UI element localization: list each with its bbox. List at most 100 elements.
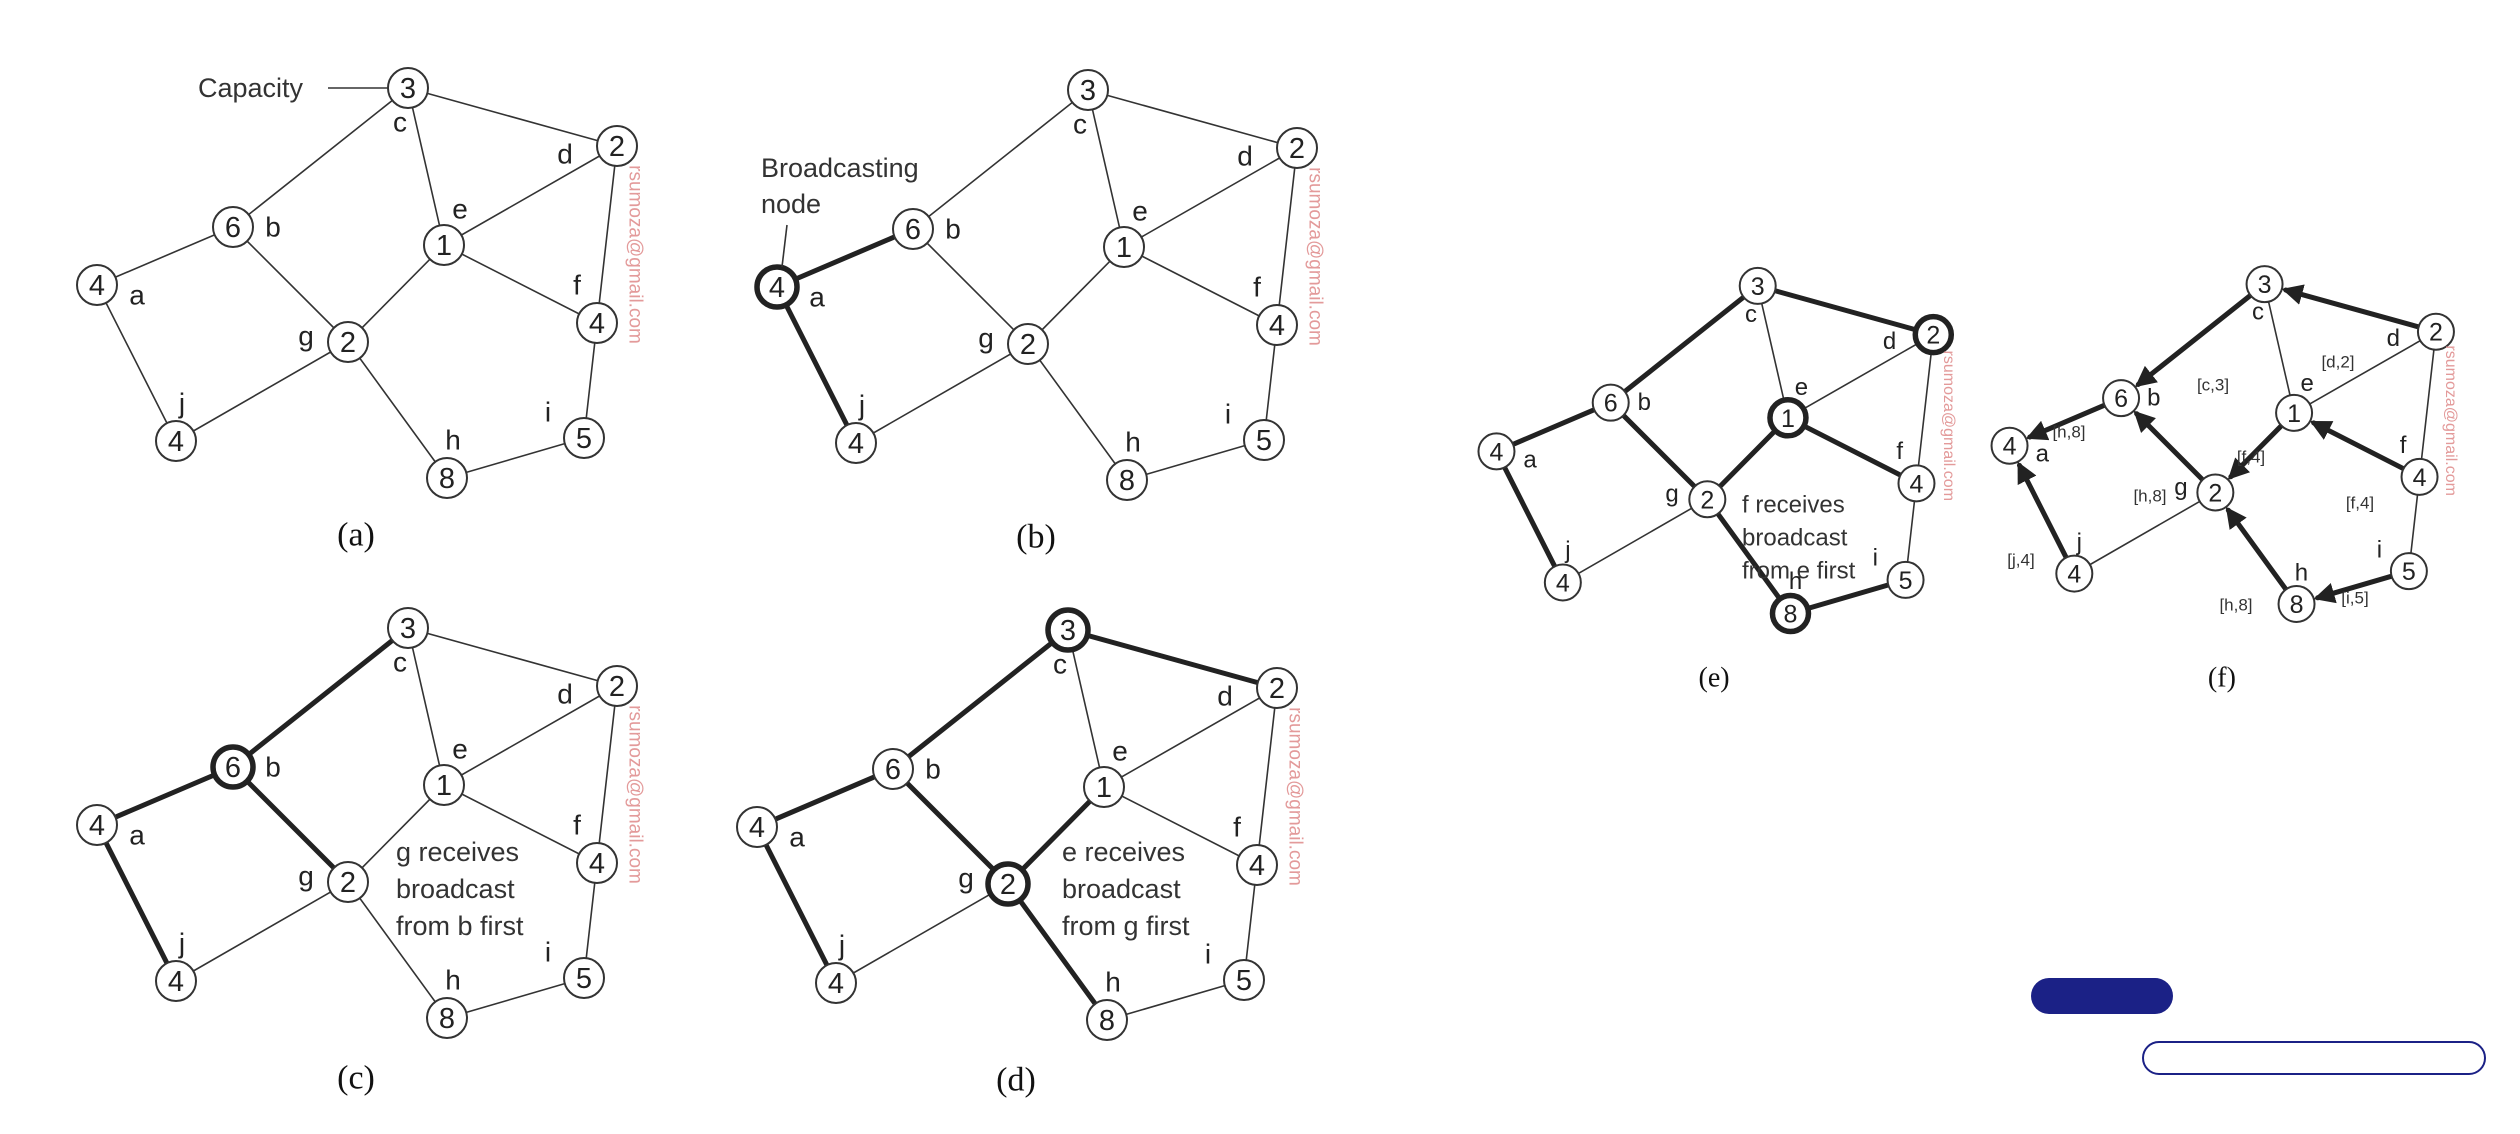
arrow-tag-h-g: [h,8] — [2219, 596, 2252, 615]
node-i-circle — [1886, 560, 1925, 599]
node-j-label: j — [2076, 529, 2082, 556]
node-a-value: 4 — [89, 270, 105, 302]
node-j-circle — [2055, 554, 2094, 593]
node-a-value: 4 — [2003, 433, 2017, 461]
edge-e-f — [1123, 246, 1278, 326]
node-i-value: 5 — [576, 963, 592, 995]
node-c-value: 3 — [1080, 75, 1096, 107]
node-c-value: 3 — [400, 613, 416, 645]
panel-d-caption: (d) — [996, 1062, 1036, 1099]
node-b-label: b — [265, 752, 281, 783]
node-h-circle — [426, 997, 468, 1039]
node-h-label: h — [445, 425, 461, 456]
node-f-value: 4 — [589, 308, 605, 340]
node-c-label: c — [393, 647, 407, 678]
node-d-circle — [1276, 127, 1318, 169]
node-j-circle — [815, 962, 857, 1004]
node-e-value: 1 — [1116, 232, 1132, 264]
edge-g-j — [175, 341, 349, 442]
panel-c-note-line: broadcast — [396, 874, 515, 904]
node-d-value: 2 — [609, 131, 625, 163]
edge-d-e — [1103, 687, 1278, 788]
edge-d-e — [2293, 330, 2437, 414]
node-f-label: f — [2400, 432, 2407, 459]
edge-h-i — [446, 977, 585, 1019]
node-i-circle — [563, 417, 605, 459]
edge-c-d — [1065, 627, 1280, 691]
node-d-value: 2 — [1269, 673, 1285, 705]
node-g-value: 2 — [340, 867, 356, 899]
node-e-label: e — [1132, 196, 1148, 227]
arrow-tag-j-a: [j,4] — [2007, 551, 2034, 570]
node-j-value: 4 — [848, 428, 864, 460]
panel-e-note-line: f receives — [1742, 492, 1845, 519]
panel-f: [d,2][c,3][h,8][j,4][h,8][f,4][f,4][h,8]… — [1990, 265, 2459, 694]
capacity-callout-label: Capacity — [198, 73, 304, 103]
node-c-value: 3 — [400, 73, 416, 105]
edge-c-e — [1087, 89, 1125, 248]
edge-g-j — [1562, 498, 1709, 584]
arrow-d-c — [2281, 284, 2422, 330]
edge-g-h — [347, 881, 448, 1019]
node-b-label: b — [925, 754, 941, 785]
edge-d-f — [596, 145, 618, 324]
node-f-label: f — [573, 810, 581, 841]
node-b-label: b — [945, 214, 961, 245]
edge-d-f — [596, 685, 618, 864]
node-j-circle — [155, 420, 197, 462]
node-h-label: h — [1789, 568, 1802, 595]
edge-g-h — [1005, 881, 1110, 1023]
edge-a-j — [754, 824, 839, 986]
edge-a-j — [96, 284, 177, 442]
broadcast-callout-label: node — [761, 189, 821, 219]
node-h-value: 8 — [2290, 591, 2304, 619]
node-d-circle — [1912, 313, 1955, 356]
node-e-circle — [1083, 766, 1125, 808]
node-f-label: f — [1253, 272, 1261, 303]
node-b-value: 6 — [1604, 390, 1618, 418]
panel-e-note-line: from e first — [1742, 558, 1856, 585]
node-b-circle — [212, 206, 254, 248]
node-j-circle — [155, 960, 197, 1002]
node-b-circle — [1591, 383, 1630, 422]
edge-c-e — [407, 627, 445, 786]
node-a-circle — [736, 806, 778, 848]
edge-a-b — [754, 766, 896, 830]
watermark-text: rsumoza@gmail.com — [1940, 351, 1957, 502]
node-a-label: a — [809, 282, 825, 313]
arrow-tag-f-e: [f,4] — [2346, 494, 2374, 513]
node-e-value: 1 — [1096, 772, 1112, 804]
node-e-value: 1 — [436, 770, 452, 802]
edge-g-j — [175, 881, 349, 982]
node-a-label: a — [789, 822, 805, 853]
node-f-circle — [1256, 304, 1298, 346]
panel-d-note-line: from g first — [1062, 911, 1190, 941]
watermark-text: rsumoza@gmail.com — [1285, 707, 1306, 886]
panel-d-note-line: e receives — [1062, 837, 1185, 867]
node-d-value: 2 — [609, 671, 625, 703]
edge-a-b — [1493, 400, 1614, 454]
edge-b-c — [1608, 283, 1761, 406]
node-b-label: b — [265, 212, 281, 243]
node-f-value: 4 — [1269, 310, 1285, 342]
node-i-label: i — [2377, 536, 2382, 563]
node-e-label: e — [452, 734, 468, 765]
node-c-label: c — [393, 107, 407, 138]
node-i-label: i — [545, 937, 551, 968]
edge-c-d — [407, 87, 618, 147]
node-a-value: 4 — [89, 810, 105, 842]
edge-e-f — [443, 784, 598, 864]
filled-pill-button[interactable] — [2031, 978, 2173, 1014]
edge-g-h — [347, 341, 448, 479]
outline-pill-input[interactable] — [2142, 1041, 2486, 1075]
node-b-circle — [872, 748, 914, 790]
edge-b-c — [912, 89, 1089, 230]
edge-g-h — [1027, 343, 1128, 481]
edge-b-c — [230, 625, 411, 770]
edge-e-f — [1785, 415, 1919, 486]
node-g-label: g — [298, 321, 314, 352]
node-j-circle — [835, 422, 877, 464]
edge-c-e — [407, 87, 445, 246]
edge-g-j — [835, 883, 1009, 984]
